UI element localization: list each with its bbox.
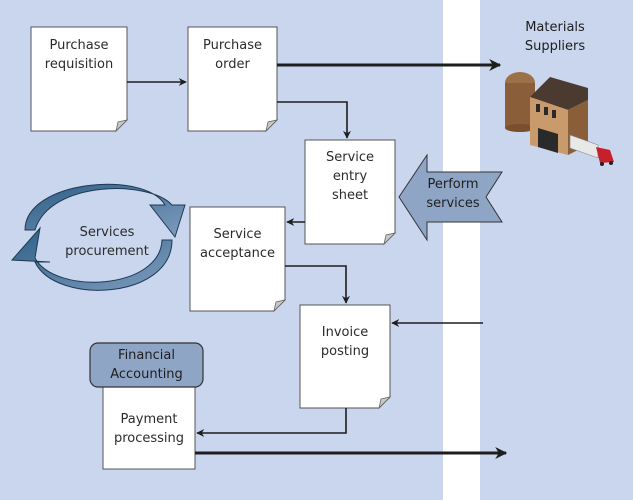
label-line: Payment <box>120 412 178 427</box>
label-line: Purchase <box>49 38 109 53</box>
label-line: entry <box>332 169 368 184</box>
label-line: processing <box>113 431 185 446</box>
label-line: Financial <box>118 348 175 363</box>
payment-processing-label: Payment processing <box>103 410 195 448</box>
label-line: services <box>426 196 480 211</box>
purchase-order-label: Purchase order <box>188 36 277 74</box>
edge-po-to-ses <box>277 101 351 139</box>
label-line: Purchase <box>202 38 263 53</box>
label-line: order <box>215 57 250 72</box>
label-line: Service <box>213 227 262 242</box>
invoice-posting-label: Invoice posting <box>300 323 390 361</box>
label-line: Accounting <box>110 367 183 382</box>
cycle-arrow-bottom <box>10 226 173 291</box>
label-line: Materials <box>525 20 585 35</box>
doc-payment-processing[interactable] <box>102 384 196 470</box>
financial-accounting-label: Financial Accounting <box>90 346 203 384</box>
perform-services-arrow <box>398 153 503 242</box>
materials-suppliers-label: Materials Suppliers <box>510 18 600 56</box>
label-line: posting <box>320 344 370 359</box>
label-line: requisition <box>44 57 114 72</box>
doc-invoice-posting[interactable] <box>299 304 392 410</box>
doc-service-acceptance[interactable] <box>189 206 287 313</box>
services-procurement-label: Services procurement <box>52 223 162 261</box>
label-line: Suppliers <box>524 39 586 54</box>
doc-service-entry-sheet[interactable] <box>304 139 397 246</box>
cycle-arrow-top <box>24 183 186 239</box>
label-line: Service <box>325 150 375 165</box>
financial-accounting-box[interactable] <box>89 342 204 388</box>
label-line: sheet <box>331 188 369 203</box>
label-line: Invoice <box>321 325 369 340</box>
supplier-building-icon <box>505 72 614 166</box>
service-entry-sheet-label: Service entry sheet <box>305 148 395 205</box>
label-line: procurement <box>65 244 149 259</box>
supplier-boundary-lane <box>443 0 480 500</box>
edge-sa-to-ip <box>285 265 350 304</box>
service-acceptance-label: Service acceptance <box>190 225 285 263</box>
edge-ip-to-pp <box>196 408 347 437</box>
label-line: Perform <box>427 177 479 192</box>
label-line: acceptance <box>200 246 275 261</box>
doc-purchase-requisition[interactable] <box>30 26 129 133</box>
label-line: Services <box>79 225 135 240</box>
perform-services-label: Perform services <box>418 175 488 213</box>
doc-purchase-order[interactable] <box>187 26 279 133</box>
purchase-requisition-label: Purchase requisition <box>31 36 127 74</box>
